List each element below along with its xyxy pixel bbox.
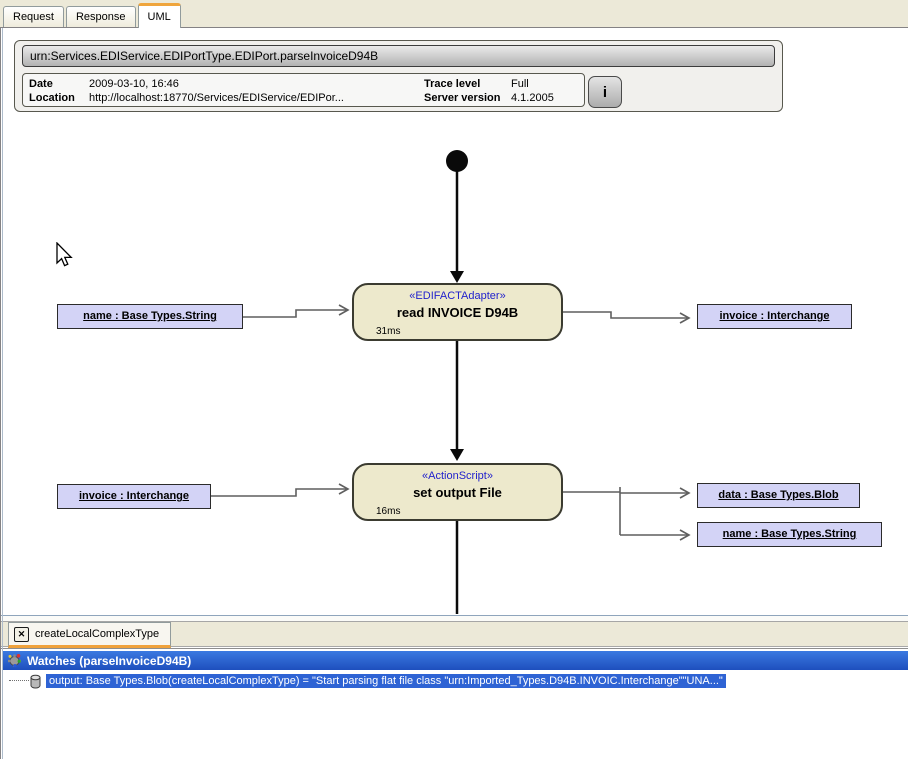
location-value: http://localhost:18770/Services/EDIServi… <box>89 92 344 104</box>
location-label: Location <box>29 92 75 104</box>
info-button[interactable]: i <box>588 76 622 108</box>
strip-gap <box>0 616 908 622</box>
blob-icon <box>30 674 41 688</box>
param-data-output[interactable]: data : Base Types.Blob <box>697 483 860 508</box>
param-invoice-input[interactable]: invoice : Interchange <box>57 484 211 509</box>
watch-row[interactable]: output: Base Types.Blob(createLocalCompl… <box>3 672 726 690</box>
watch-item-value[interactable]: output: Base Types.Blob(createLocalCompl… <box>46 674 726 688</box>
server-version-value: 4.1.2005 <box>511 92 554 104</box>
top-tabbar: Request Response UML <box>0 0 908 28</box>
tab-uml[interactable]: UML <box>137 3 181 28</box>
duration-label: 31ms <box>376 326 401 337</box>
close-icon[interactable]: ✕ <box>14 626 29 642</box>
tab-request[interactable]: Request <box>3 6 64 27</box>
date-value: 2009-03-10, 16:46 <box>89 78 179 90</box>
server-version-label: Server version <box>424 92 501 104</box>
stereotype-label: «ActionScript» <box>422 470 493 482</box>
duration-label: 16ms <box>376 506 401 517</box>
tree-connector <box>9 680 29 682</box>
param-name-input[interactable]: name : Base Types.String <box>57 304 243 329</box>
watches-title: Watches (parseInvoiceD94B) <box>27 653 192 668</box>
trace-level-label: Trace level <box>424 78 481 90</box>
tab-response[interactable]: Response <box>65 6 136 27</box>
activity-name: read INVOICE D94B <box>396 305 519 320</box>
watches-panel: Watches (parseInvoiceD94B) output: Base … <box>0 648 908 759</box>
trace-level-value: Full <box>511 78 529 90</box>
watches-icon <box>8 654 21 668</box>
activity-name: set output File <box>413 485 502 500</box>
param-name-output[interactable]: name : Base Types.String <box>697 522 882 547</box>
watches-header: Watches (parseInvoiceD94B) <box>3 651 908 670</box>
service-title: urn:Services.EDIService.EDIPortType.EDIP… <box>22 45 775 67</box>
bottom-tab-createlocalcomplextype[interactable]: ✕ createLocalComplexType <box>8 622 172 648</box>
bottom-tab-label: createLocalComplexType <box>35 628 160 640</box>
panel-divider <box>0 615 908 616</box>
trace-info-box: Date 2009-03-10, 16:46 Location http://l… <box>22 73 585 107</box>
param-invoice-output[interactable]: invoice : Interchange <box>697 304 852 329</box>
activity-set-output-file[interactable]: «ActionScript» set output File 16ms <box>352 463 563 521</box>
stereotype-label: «EDIFACTAdapter» <box>409 290 506 302</box>
activity-read-invoice[interactable]: «EDIFACTAdapter» read INVOICE D94B 31ms <box>352 283 563 341</box>
date-label: Date <box>29 78 53 90</box>
